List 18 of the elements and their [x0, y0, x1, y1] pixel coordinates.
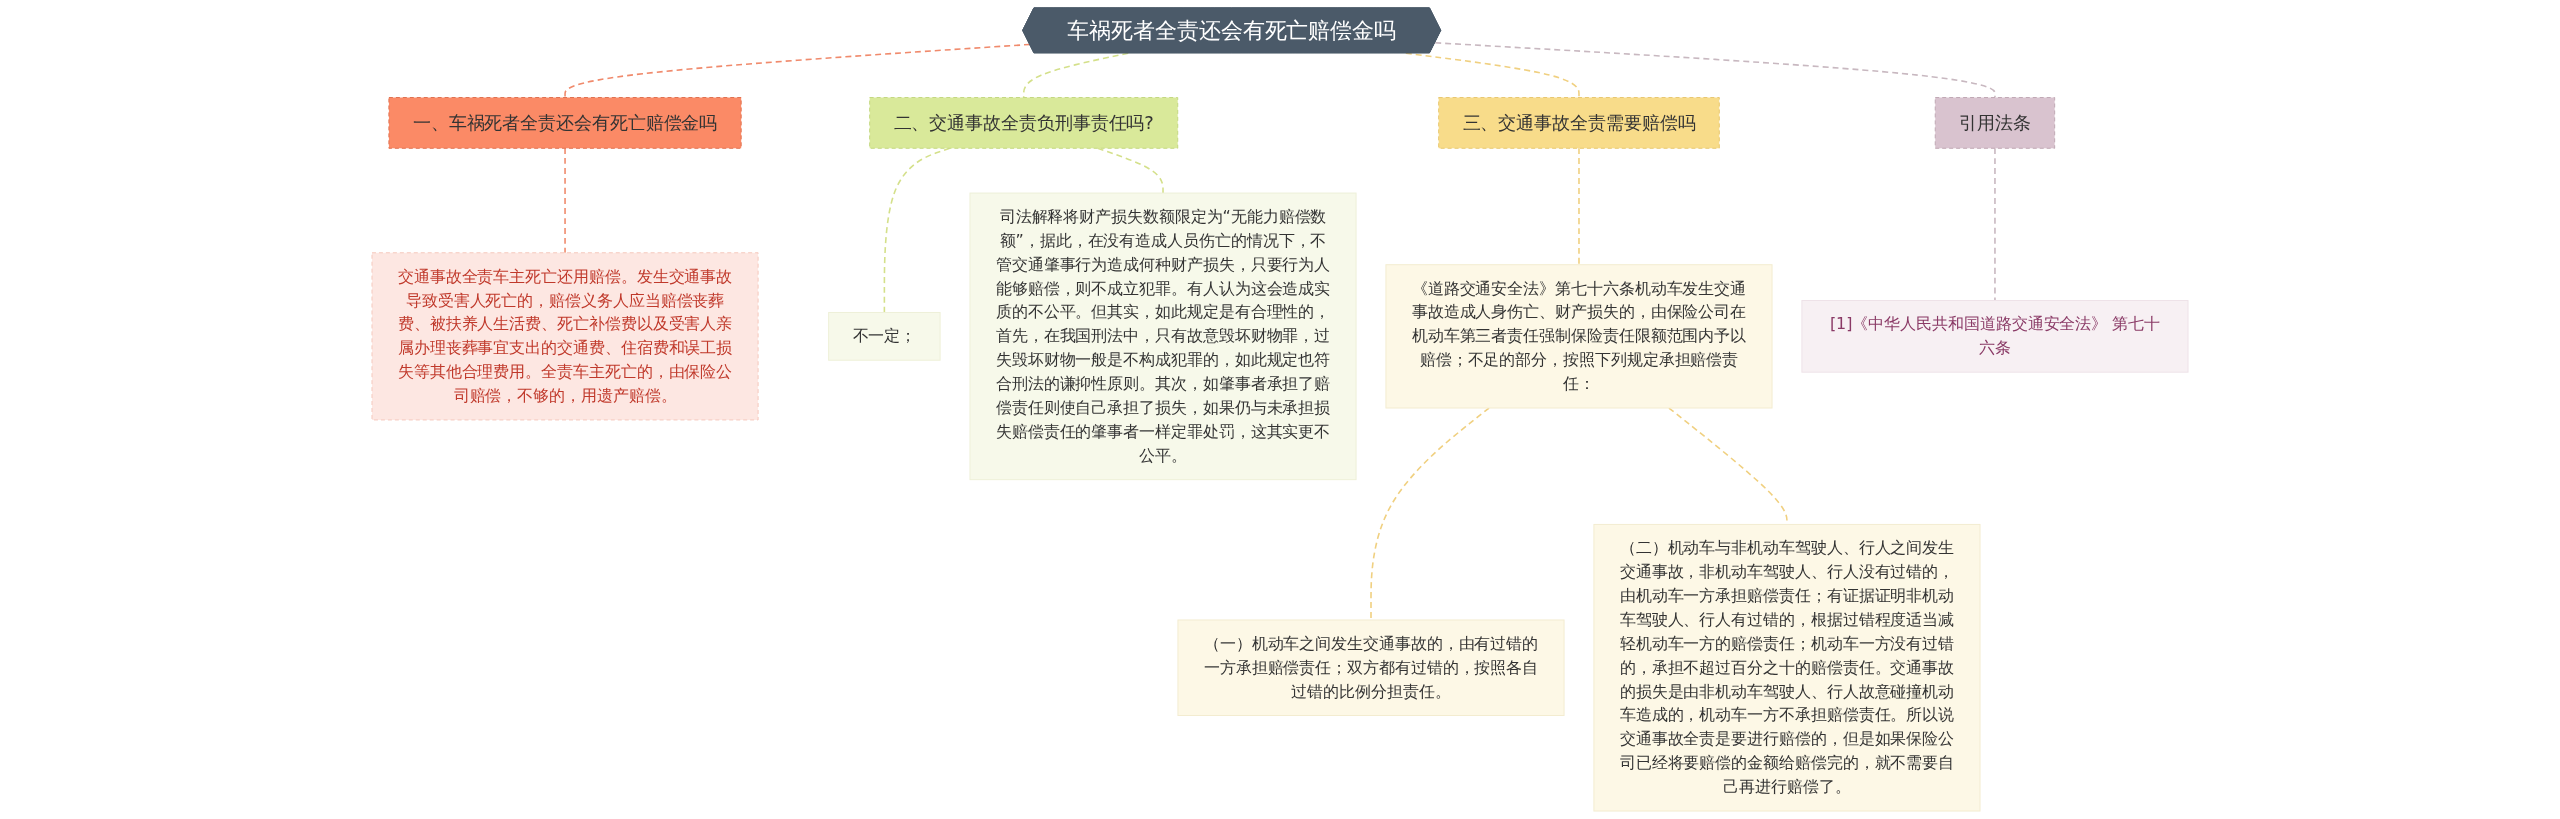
node-box: 三、交通事故全责需要赔偿吗: [1438, 97, 1720, 149]
node-box: 二、交通事故全责负刑事责任吗?: [869, 97, 1179, 149]
node-box: 《道路交通安全法》第七十六条机动车发生交通事故造成人身伤亡、财产损失的，由保险公司在机动车第三者责任强制保险责任限额范围内予以赔偿；不足的部分，按照下列规定承担赔偿责任：: [1385, 264, 1773, 409]
node-box: 不一定；: [828, 311, 941, 361]
node-box: 引用法条: [1934, 97, 2056, 149]
node-box: 司法解释将财产损失数额限定为“无能力赔偿数额”，据此，在没有造成人员伤亡的情况下，不管交通肇事行为造成何种财产损失，只要行为人能够赔偿，则不成立犯罪。有人认为这会造成实质的不公平。但其实，如此规定是有合理性的，首先，在我国刑法中，只有故意毁坏财物罪，过失毁坏财物一般是不构成犯罪的，如此规定也符合刑法的谦抑性原则。其次，如肇事者承担了赔偿责任则使自己承担了损失，如果仍与未承担损失赔偿责任的肇事者一样定罪处罚，这其实更不公平。: [969, 192, 1357, 481]
connector: [1994, 147, 1996, 302]
connector: [1405, 52, 1580, 99]
node-box: （一）机动车之间发生交通事故的，由有过错的一方承担赔偿责任；双方都有过错的，按照各自过错的比例分担责任。: [1177, 619, 1565, 716]
connector: [1370, 407, 1490, 621]
node-box: 交通事故全责车主死亡还用赔偿。发生交通事故导致受害人死亡的，赔偿义务人应当赔偿丧葬费、被扶养人生活费、死亡补偿费以及受害人亲属办理丧葬事宜支出的交通费、住宿费和误工损失等其他合理费用。全责车主死亡的，由保险公司赔偿，不够的，用遗产赔偿。: [371, 252, 759, 421]
connector: [564, 147, 566, 254]
node-box: （二）机动车与非机动车驾驶人、行人之间发生交通事故，非机动车驾驶人、行人没有过错的，由机动车一方承担赔偿责任；有证据证明非机动车驾驶人、行人有过错的，根据过错程度适当减轻机动车一方的赔偿责任；机动车一方没有过错的，承担不超过百分之十的赔偿责任。交通事故的损失是由非机动车驾驶人、行人故意碰撞机动车造成的，机动车一方不承担赔偿责任。所以说交通事故全责是要进行赔偿的，但是如果保险公司已经将要赔偿的金额给赔偿完的，就不需要自己再进行赔偿了。: [1593, 523, 1981, 812]
node-box: [1]《中华人民共和国道路交通安全法》 第七十六条: [1801, 300, 2189, 373]
node-box: 一、车祸死者全责还会有死亡赔偿金吗: [388, 97, 742, 149]
connector: [564, 43, 1031, 99]
connector: [1434, 41, 1996, 99]
connector: [1578, 147, 1580, 266]
